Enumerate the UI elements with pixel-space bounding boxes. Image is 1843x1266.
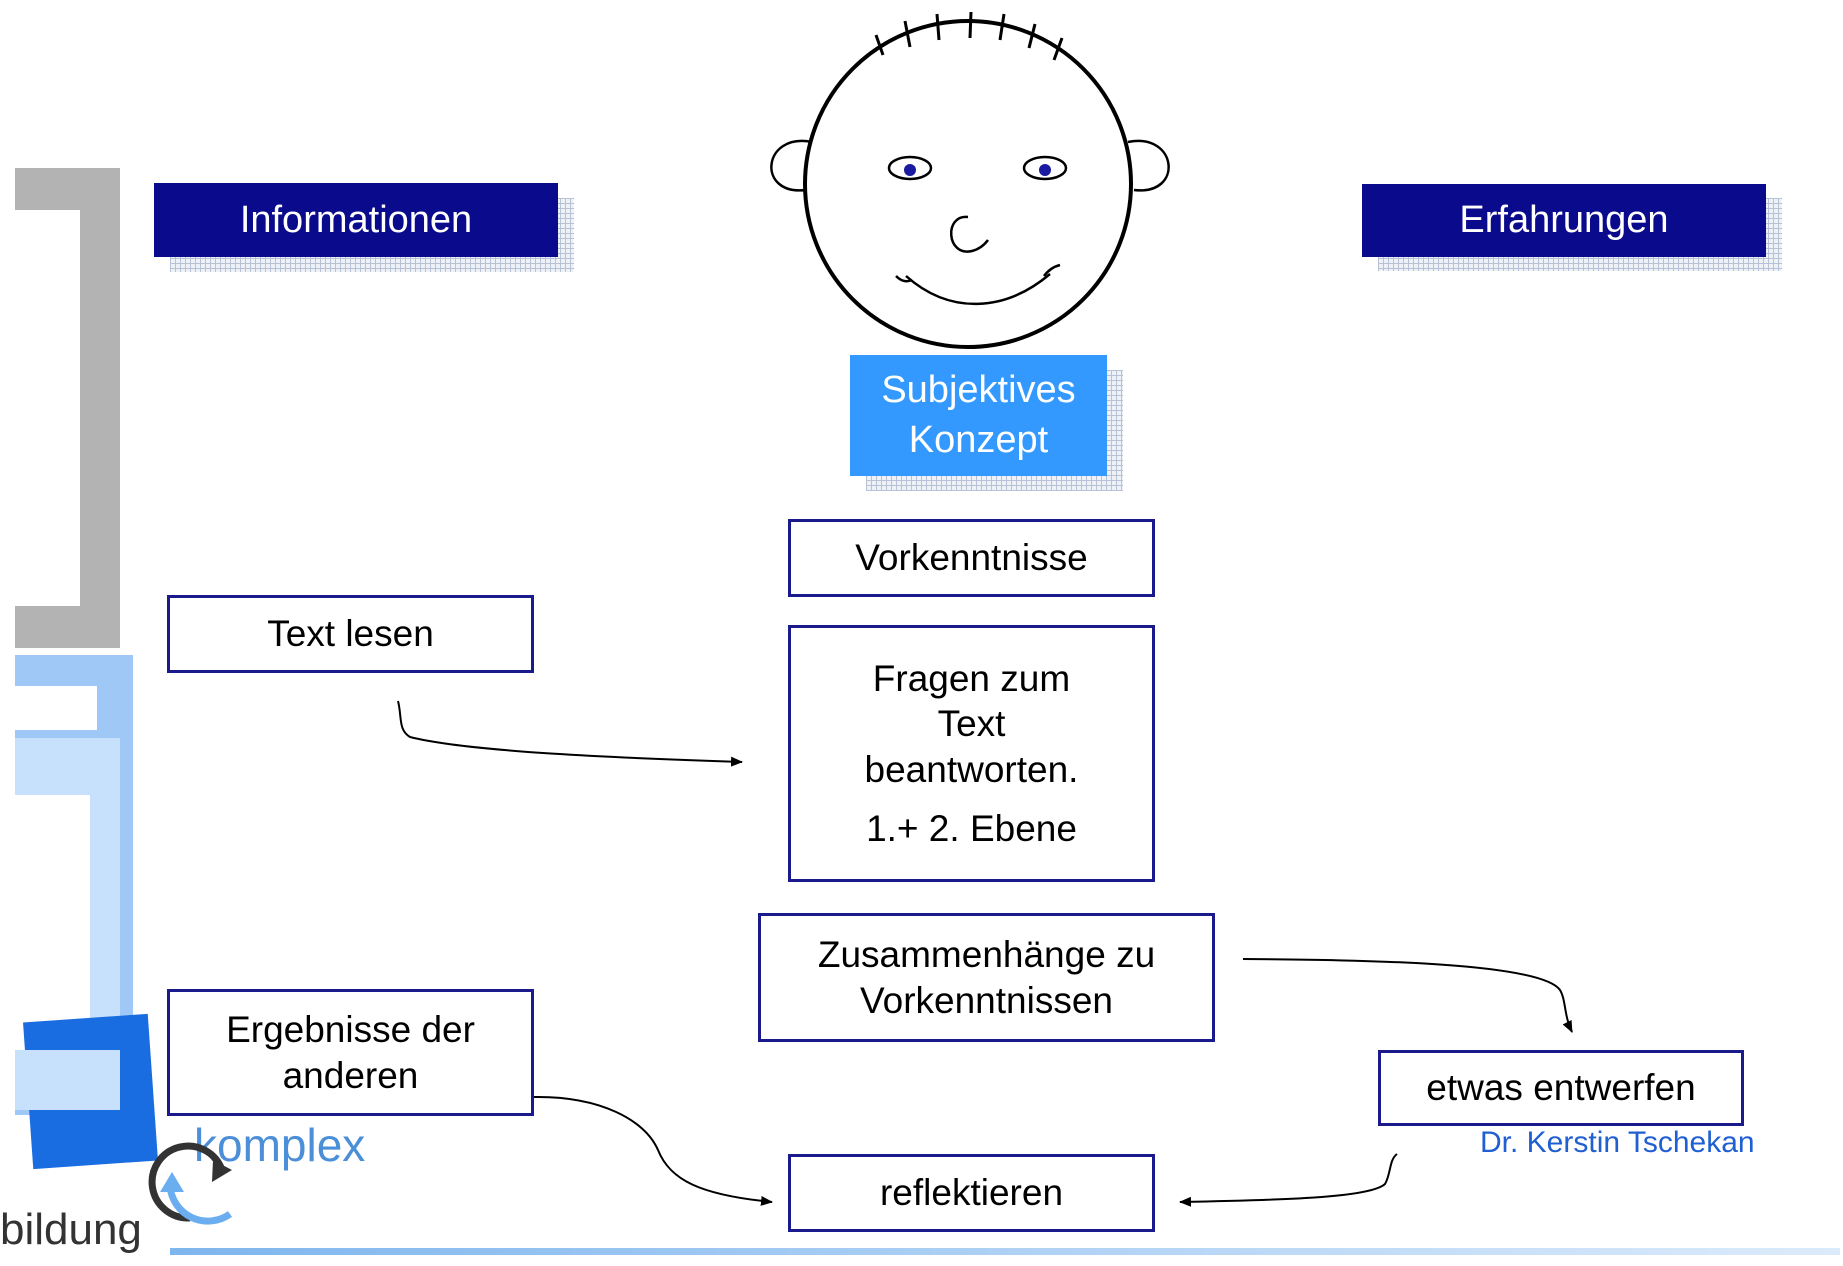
hair-strand	[874, 34, 885, 56]
right-pupil	[1039, 164, 1051, 176]
zusammenhaenge-line-1: Zusammenhänge zu	[817, 934, 1156, 976]
author-name: Dr. Kerstin Tschekan	[1480, 1126, 1755, 1159]
ergebnisse-line-2: anderen	[282, 1054, 419, 1096]
mouth-corner-right	[1043, 263, 1061, 277]
vorkenntnisse-label: Vorkenntnisse	[855, 537, 1088, 579]
logo-word-bildung: bildung	[0, 1205, 142, 1254]
left-ear	[770, 139, 813, 192]
arrow-text-lesen-to-fragen	[397, 700, 743, 767]
hair-strand	[968, 11, 973, 39]
erfahrungen-header: Erfahrungen	[1362, 184, 1766, 257]
fragen-line-4: 1.+ 2. Ebene	[866, 807, 1077, 849]
text-lesen-box: Text lesen	[167, 595, 534, 673]
reflektieren-label: reflektieren	[879, 1172, 1064, 1214]
fragen-line-1: Fragen zum	[872, 658, 1071, 700]
hair-strand	[935, 13, 941, 41]
left-eye	[887, 155, 933, 181]
nose	[950, 215, 989, 253]
reflektieren-box: reflektieren	[788, 1154, 1155, 1232]
concept-line-1: Subjektives	[881, 369, 1076, 412]
mouth	[905, 273, 1051, 306]
etwas-entwerfen-label: etwas entwerfen	[1426, 1067, 1696, 1109]
arrow-ergebnisse-to-reflektieren	[533, 1095, 773, 1206]
mouth-corner-left	[895, 275, 913, 283]
text-lesen-label: Text lesen	[267, 613, 434, 655]
zusammenhaenge-line-2: Vorkenntnissen	[859, 979, 1113, 1021]
arrow-entwerfen-to-reflektieren	[1179, 1153, 1398, 1207]
light-blue-bracket-cutout-lower	[15, 795, 90, 1050]
right-eye	[1022, 155, 1068, 181]
hair-strand	[1052, 37, 1064, 61]
ergebnisse-line-1: Ergebnisse der	[226, 1009, 475, 1051]
fragen-line-2: Text	[937, 703, 1006, 745]
hair-strand	[903, 20, 912, 48]
light-blue-bracket-cutout	[15, 686, 97, 730]
footer-line	[170, 1248, 1840, 1255]
subjektives-konzept-box: Subjektives Konzept	[850, 355, 1107, 476]
hair-strand	[1027, 23, 1037, 49]
concept-line-2: Konzept	[908, 418, 1049, 461]
zusammenhaenge-box: Zusammenhänge zu Vorkenntnissen	[758, 913, 1215, 1042]
informationen-header: Informationen	[154, 183, 558, 257]
right-ear	[1127, 139, 1170, 192]
fragen-line-3: beantworten.	[864, 748, 1079, 790]
arrow-zusammenhaenge-to-entwerfen	[1242, 958, 1573, 1033]
light-square-decoration	[15, 1050, 120, 1110]
gray-bracket-cutout	[0, 210, 80, 606]
fragen-box: Fragen zum Text beantworten. 1.+ 2. Eben…	[788, 625, 1155, 882]
erfahrungen-header-label: Erfahrungen	[1459, 199, 1669, 241]
hair-strand	[998, 13, 1006, 41]
vorkenntnisse-box: Vorkenntnisse	[788, 519, 1155, 597]
head	[803, 19, 1133, 349]
informationen-header-label: Informationen	[239, 198, 473, 241]
etwas-entwerfen-box: etwas entwerfen	[1378, 1050, 1744, 1126]
logo-word-komplex: komplex	[194, 1119, 366, 1171]
ergebnisse-box: Ergebnisse der anderen	[167, 989, 534, 1116]
left-pupil	[904, 164, 916, 176]
